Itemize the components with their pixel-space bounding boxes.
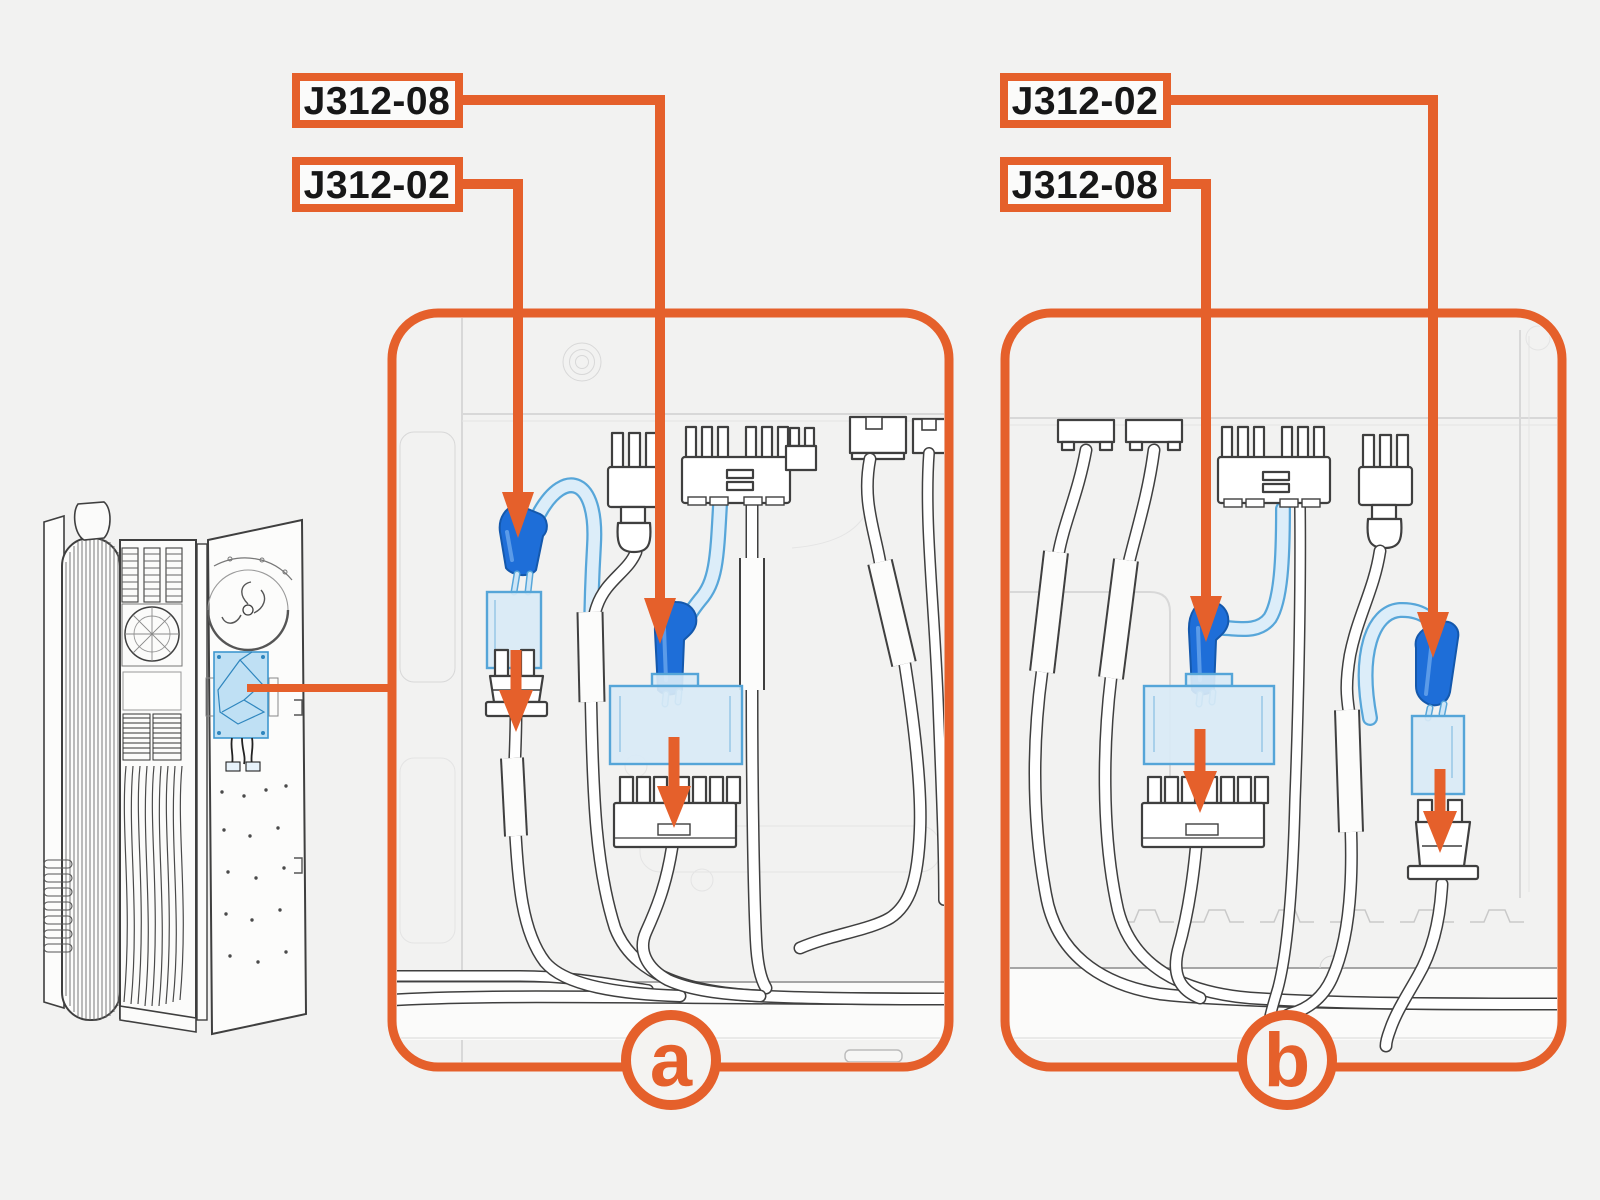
open-door <box>206 518 308 1036</box>
panel-a-detail <box>397 318 944 1062</box>
leader-j312-02-b <box>1167 95 1449 658</box>
insert-arrow-b-mid <box>1183 729 1217 813</box>
receptacle-b <box>1140 775 1270 849</box>
large-connector-highlight-b <box>1142 684 1276 766</box>
callout-label-a-bottom: J312-02 <box>292 157 463 212</box>
leader-j312-08-b <box>1167 179 1222 642</box>
cabinet-frame <box>119 539 197 1019</box>
top-left-connectors-b <box>1056 418 1184 452</box>
panel-a-badge: a <box>621 1010 721 1110</box>
seven-pin-connector-a <box>680 425 792 506</box>
callout-label-text: J312-02 <box>304 164 451 207</box>
callout-label-a-top: J312-08 <box>292 73 463 128</box>
door-rivets <box>220 784 288 964</box>
leader-j312-08-a <box>459 95 676 644</box>
seven-pin-connector-b <box>1216 425 1332 508</box>
insert-arrow-a-left <box>499 650 533 732</box>
callout-label-b-top: J312-02 <box>1000 73 1171 128</box>
insert-arrow-b-right <box>1423 769 1457 853</box>
top-right-connectors-a <box>784 415 944 472</box>
callout-label-text: J312-08 <box>304 80 451 123</box>
three-pin-connector-b <box>1357 433 1414 550</box>
callout-label-b-bottom: J312-08 <box>1000 157 1171 212</box>
control-board-highlight <box>205 651 279 772</box>
callout-label-text: J312-08 <box>1012 164 1159 207</box>
panel-b-badge: b <box>1237 1010 1337 1110</box>
coil-stacks <box>121 547 183 603</box>
insert-arrow-a-mid <box>657 737 691 828</box>
panel-b-badge-text: b <box>1264 1018 1310 1103</box>
cable-pillar <box>61 537 121 1021</box>
heatsink-blocks <box>122 713 182 761</box>
inner-fan <box>121 603 183 667</box>
charger-cabinet-illustration <box>43 501 308 1036</box>
three-pin-connector-a <box>606 431 662 554</box>
callout-label-text: J312-02 <box>1012 80 1159 123</box>
hanging-cables <box>123 765 184 1007</box>
door-fan <box>206 569 290 652</box>
leader-j312-02-a <box>459 179 534 538</box>
panel-a-badge-text: a <box>650 1018 693 1103</box>
